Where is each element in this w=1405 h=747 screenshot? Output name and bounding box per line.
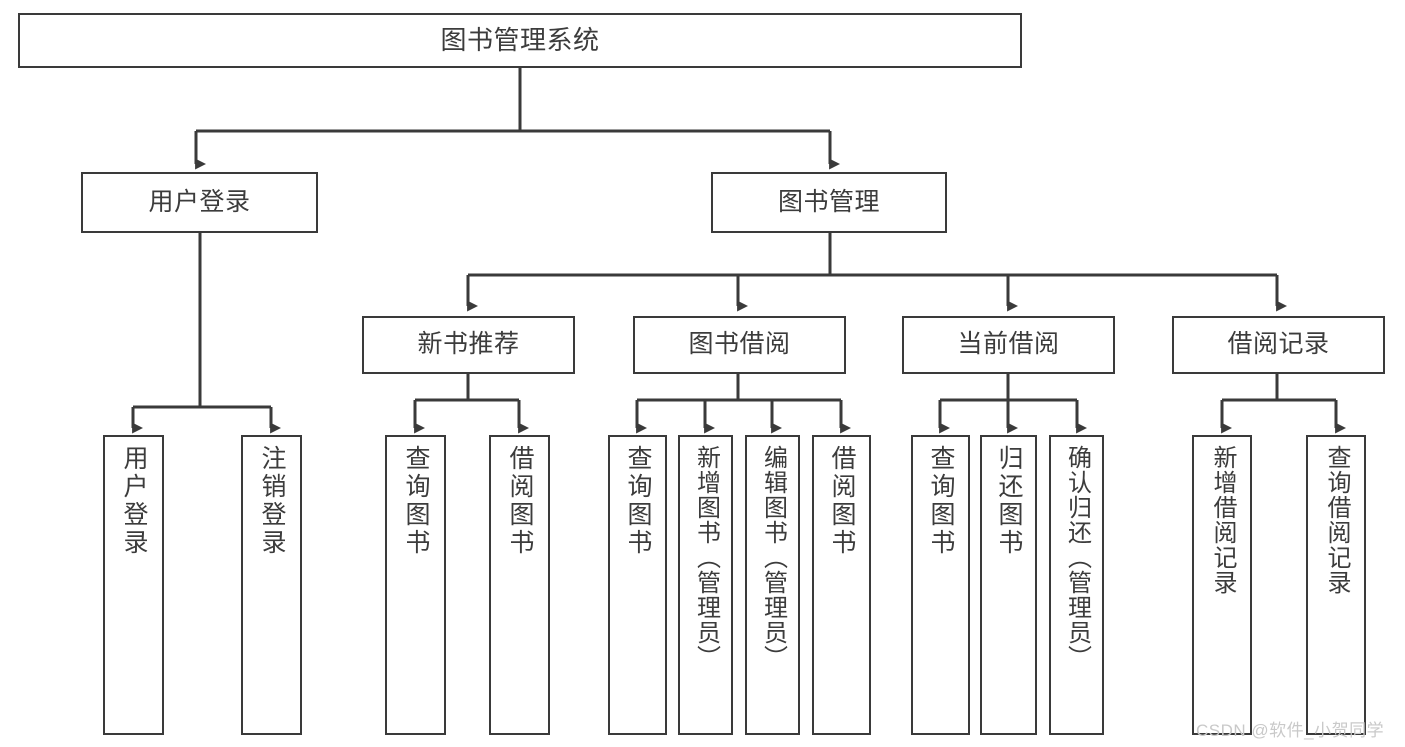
- node-label: 用户登录: [120, 445, 148, 557]
- node-book-management[interactable]: 图书管理: [711, 172, 947, 233]
- node-label: 编辑图书（管理员）: [759, 445, 787, 670]
- node-book-borrow[interactable]: 图书借阅: [633, 316, 846, 374]
- leaf-user-login[interactable]: 用户登录: [103, 435, 164, 735]
- node-current-borrow[interactable]: 当前借阅: [902, 316, 1115, 374]
- node-label: 新增图书（管理员）: [692, 445, 720, 670]
- node-label: 新增借阅记录: [1209, 445, 1236, 595]
- leaf-return-book[interactable]: 归还图书: [980, 435, 1037, 735]
- node-label: 查询图书: [402, 445, 430, 557]
- node-root-book-management-system[interactable]: 图书管理系统: [18, 13, 1022, 68]
- leaf-confirm-return-admin[interactable]: 确认归还（管理员）: [1049, 435, 1104, 735]
- node-label: 图书管理: [777, 187, 880, 216]
- node-label: 借阅图书: [828, 445, 856, 557]
- node-label: 确认归还（管理员）: [1063, 445, 1091, 670]
- node-borrow-record[interactable]: 借阅记录: [1172, 316, 1385, 374]
- leaf-borrow-book[interactable]: 借阅图书: [812, 435, 871, 735]
- node-label: 借阅图书: [506, 445, 534, 557]
- node-label: 借阅记录: [1227, 330, 1330, 359]
- node-label: 新书推荐: [417, 330, 520, 359]
- leaf-query-book-borrow[interactable]: 查询图书: [608, 435, 667, 735]
- node-label: 图书管理系统: [440, 25, 600, 56]
- node-label: 查询借阅记录: [1323, 445, 1350, 595]
- node-new-book-recommend[interactable]: 新书推荐: [362, 316, 575, 374]
- csdn-watermark: CSDN @软件_小贺同学: [1196, 721, 1385, 740]
- leaf-add-borrow-record[interactable]: 新增借阅记录: [1192, 435, 1252, 735]
- leaf-edit-book-admin[interactable]: 编辑图书（管理员）: [745, 435, 800, 735]
- leaf-query-book-newbook[interactable]: 查询图书: [385, 435, 446, 735]
- node-label: 查询图书: [927, 445, 955, 557]
- node-label: 图书借阅: [688, 330, 791, 359]
- leaf-logout[interactable]: 注销登录: [241, 435, 302, 735]
- leaf-query-borrow-record[interactable]: 查询借阅记录: [1306, 435, 1366, 735]
- node-label: 当前借阅: [957, 330, 1060, 359]
- node-label: 用户登录: [148, 187, 251, 216]
- leaf-borrow-book-newbook[interactable]: 借阅图书: [489, 435, 550, 735]
- node-user-login[interactable]: 用户登录: [81, 172, 318, 233]
- node-label: 注销登录: [258, 445, 286, 557]
- node-label: 归还图书: [995, 445, 1023, 557]
- leaf-add-book-admin[interactable]: 新增图书（管理员）: [678, 435, 733, 735]
- leaf-query-book-current[interactable]: 查询图书: [911, 435, 970, 735]
- node-label: 查询图书: [624, 445, 652, 557]
